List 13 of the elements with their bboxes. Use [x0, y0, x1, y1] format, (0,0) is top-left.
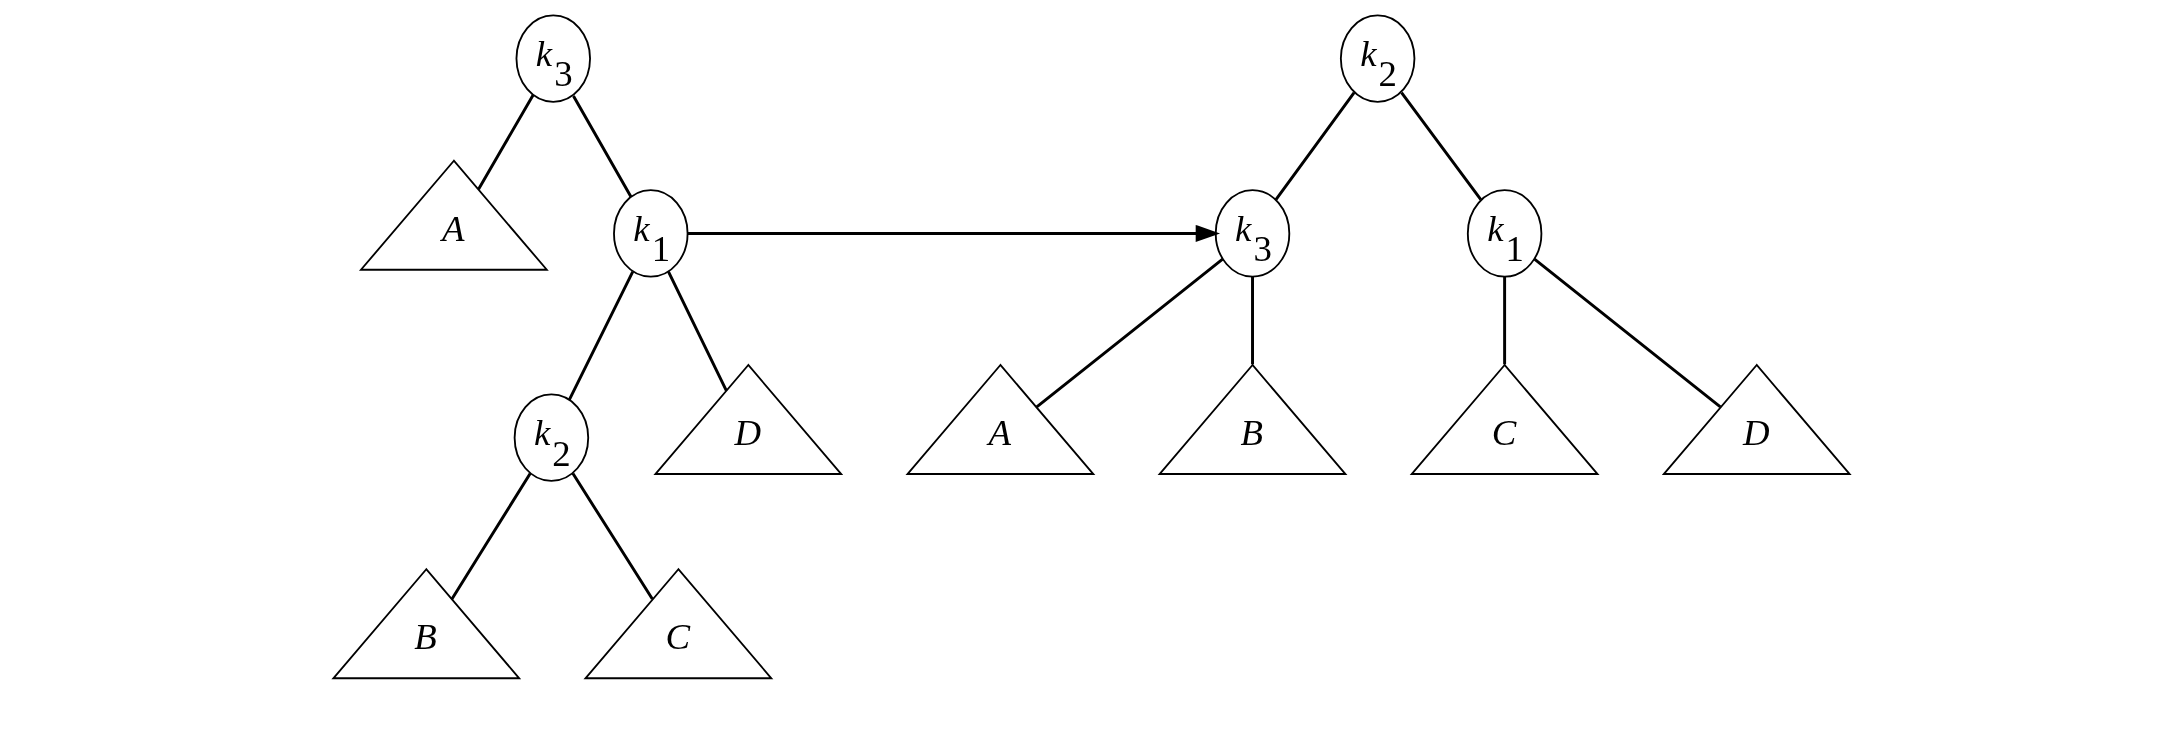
connector: [666, 270, 728, 392]
connector: [1533, 257, 1721, 409]
connector: [476, 94, 534, 190]
connector: [1250, 276, 1254, 365]
connector: [571, 95, 632, 198]
connector: [1274, 91, 1355, 201]
connector: [1035, 257, 1224, 409]
connector: [450, 472, 531, 600]
connector: [1399, 91, 1482, 201]
connector: [571, 472, 654, 600]
arrow: [687, 224, 1220, 242]
connector: [1502, 276, 1506, 365]
connector: [567, 270, 634, 401]
